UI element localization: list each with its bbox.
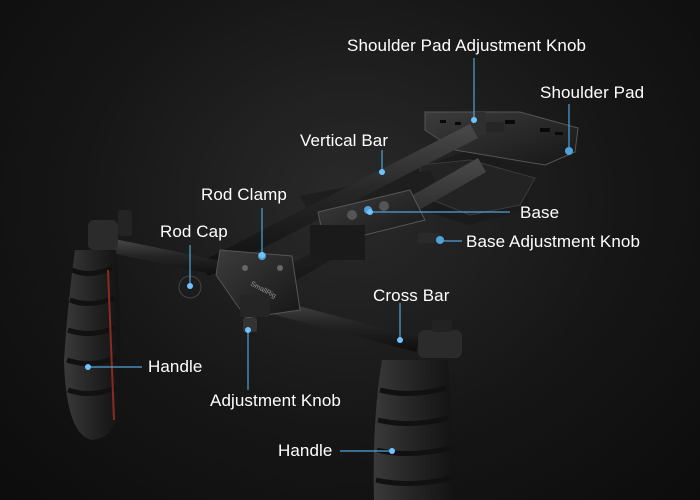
shoulder-pad-screw	[565, 147, 573, 155]
callout-lines	[88, 58, 570, 452]
label-cross-bar: Cross Bar	[373, 286, 450, 305]
left-handle	[64, 210, 132, 440]
right-handle	[373, 320, 462, 500]
label-vertical-bar: Vertical Bar	[300, 131, 389, 150]
label-handle-left: Handle	[148, 357, 203, 376]
label-shoulder-pad-adjustment-knob: Shoulder Pad Adjustment Knob	[347, 36, 587, 55]
label-rod-clamp: Rod Clamp	[201, 185, 287, 204]
shoulder-pad	[400, 111, 579, 225]
shoulder-pad-knob	[474, 112, 486, 134]
label-base: Base	[520, 203, 560, 222]
rod-clamp: SmallRig	[215, 249, 301, 332]
cross-bars	[106, 238, 420, 352]
label-adjustment-knob: Adjustment Knob	[210, 391, 341, 410]
label-shoulder-pad: Shoulder Pad	[540, 83, 645, 102]
callout-dots	[85, 117, 477, 454]
label-base-adjustment-knob: Base Adjustment Knob	[466, 232, 641, 251]
label-rod-cap: Rod Cap	[160, 222, 228, 241]
label-handle-right: Handle	[278, 441, 333, 460]
base-knob-body	[418, 233, 440, 243]
